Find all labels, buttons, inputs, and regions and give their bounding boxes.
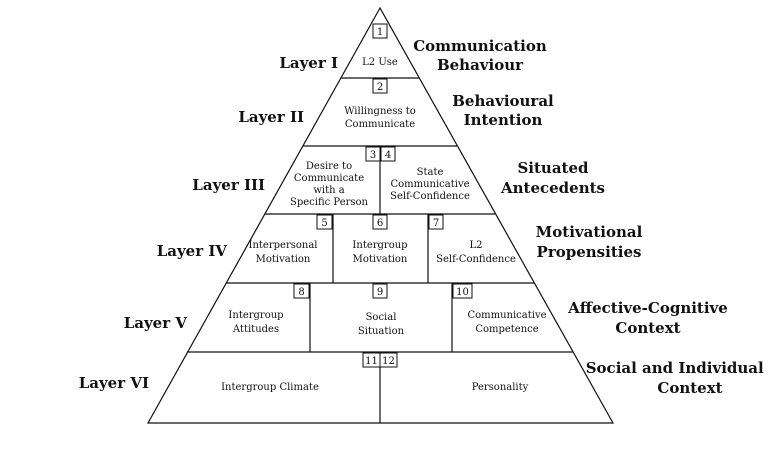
svg-text:Desire to: Desire to [306, 161, 352, 172]
number-box-4: 4 [380, 146, 396, 162]
category-label-4: Motivational Propensities [536, 223, 643, 261]
svg-text:Context: Context [657, 379, 722, 397]
svg-text:1: 1 [377, 27, 383, 38]
number-box-10: 10 [452, 283, 473, 299]
svg-text:Antecedents: Antecedents [500, 179, 605, 197]
svg-text:Communicate: Communicate [294, 173, 364, 184]
cell-interpersonal-motivation: Interpersonal Motivation [249, 240, 318, 265]
svg-text:4: 4 [385, 150, 391, 161]
svg-text:with a: with a [313, 185, 344, 196]
number-box-9: 9 [372, 283, 388, 299]
svg-text:L2: L2 [469, 240, 482, 251]
category-label-3: Situated Antecedents [500, 159, 605, 197]
number-box-6: 6 [372, 214, 388, 230]
svg-text:5: 5 [321, 218, 327, 229]
number-box-7: 7 [428, 214, 444, 230]
svg-text:Competence: Competence [475, 324, 538, 335]
svg-text:Motivation: Motivation [256, 254, 311, 265]
number-box-8: 8 [293, 283, 310, 299]
svg-text:Communicative: Communicative [390, 179, 469, 190]
svg-text:Motivational: Motivational [536, 223, 643, 241]
svg-text:Self-Confidence: Self-Confidence [390, 191, 470, 202]
svg-text:7: 7 [433, 218, 439, 229]
cell-intergroup-attitudes: Intergroup Attitudes [228, 310, 283, 335]
layer-label-6: Layer VI [79, 374, 149, 392]
svg-text:L2 Use: L2 Use [362, 57, 398, 68]
svg-text:State: State [417, 167, 444, 178]
svg-text:Willingness to: Willingness to [344, 106, 416, 117]
cell-l2-self-confidence: L2 Self-Confidence [436, 240, 516, 265]
svg-text:Intergroup Climate: Intergroup Climate [221, 382, 319, 393]
number-box-2: 2 [372, 78, 388, 94]
layer-label-2: Layer II [238, 108, 304, 126]
cell-desire-to-communicate: Desire to Communicate with a Specific Pe… [290, 161, 369, 208]
layer-label-3: Layer III [192, 176, 265, 194]
svg-text:Intention: Intention [464, 111, 543, 129]
svg-text:Personality: Personality [472, 382, 529, 393]
layer-label-1: Layer I [279, 54, 338, 72]
svg-text:Communication: Communication [413, 37, 547, 55]
svg-text:12: 12 [382, 356, 395, 367]
svg-text:Intergroup: Intergroup [352, 240, 407, 251]
cell-communicative-competence: Communicative Competence [467, 310, 546, 335]
cell-willingness-to-communicate: Willingness to Communicate [344, 106, 416, 130]
number-box-3: 3 [365, 146, 381, 162]
svg-text:Interpersonal: Interpersonal [249, 240, 318, 251]
number-box-12: 12 [379, 352, 398, 368]
svg-text:Situated: Situated [517, 159, 589, 177]
category-label-2: Behavioural Intention [452, 92, 554, 129]
category-label-1: Communication Behaviour [413, 37, 547, 74]
svg-text:3: 3 [370, 150, 376, 161]
svg-text:Communicative: Communicative [467, 310, 546, 321]
cell-personality: Personality [472, 382, 529, 393]
svg-text:Affective-Cognitive: Affective-Cognitive [567, 299, 728, 317]
number-box-5: 5 [316, 214, 333, 230]
svg-text:Attitudes: Attitudes [232, 324, 279, 335]
svg-text:Situation: Situation [358, 326, 405, 337]
svg-text:Social: Social [366, 312, 397, 323]
number-box-1: 1 [372, 23, 388, 39]
svg-text:Communicate: Communicate [345, 119, 415, 130]
svg-text:Social and Individual: Social and Individual [586, 359, 764, 377]
layer-label-5: Layer V [124, 314, 188, 332]
layer-label-4: Layer IV [157, 242, 228, 260]
svg-text:11: 11 [365, 356, 378, 367]
svg-text:8: 8 [298, 287, 304, 298]
svg-text:2: 2 [377, 82, 383, 93]
svg-text:Motivation: Motivation [353, 254, 408, 265]
svg-text:Propensities: Propensities [537, 243, 642, 261]
number-box-11: 11 [362, 352, 381, 368]
svg-text:Behaviour: Behaviour [437, 56, 524, 74]
category-label-5: Affective-Cognitive Context [567, 299, 728, 337]
svg-text:9: 9 [377, 287, 383, 298]
cell-social-situation: Social Situation [358, 312, 405, 337]
svg-text:Self-Confidence: Self-Confidence [436, 254, 516, 265]
cell-intergroup-climate: Intergroup Climate [221, 382, 319, 393]
svg-text:Specific Person: Specific Person [290, 197, 369, 208]
category-label-6: Social and Individual Context [586, 359, 764, 397]
cell-state-self-confidence: State Communicative Self-Confidence [390, 167, 470, 202]
svg-text:Intergroup: Intergroup [228, 310, 283, 321]
svg-text:Context: Context [615, 319, 680, 337]
svg-text:6: 6 [377, 218, 383, 229]
cell-intergroup-motivation: Intergroup Motivation [352, 240, 408, 265]
cell-l2-use: L2 Use [362, 57, 398, 68]
svg-text:10: 10 [456, 287, 469, 298]
svg-text:Behavioural: Behavioural [452, 92, 554, 110]
